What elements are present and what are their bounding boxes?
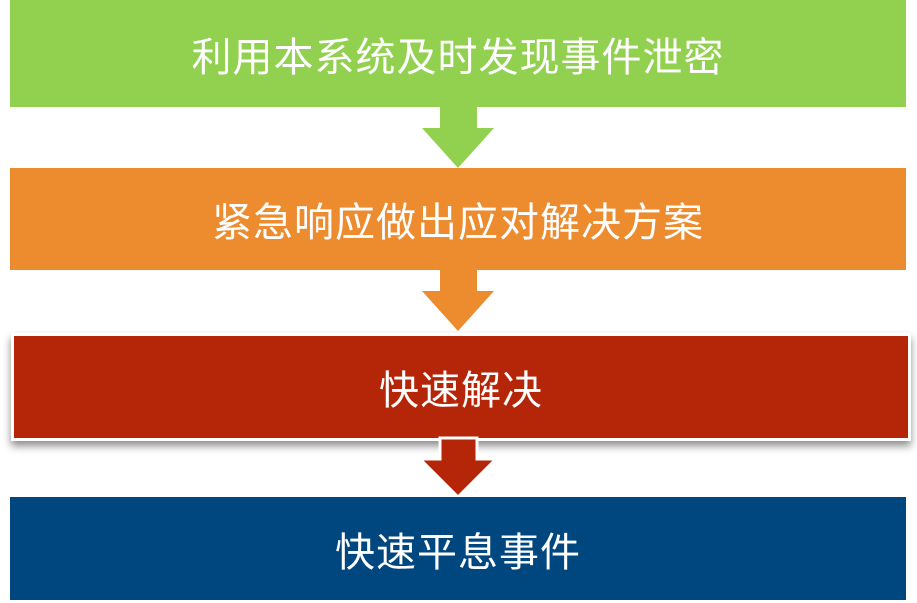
down-arrow-icon: [416, 436, 500, 500]
step-2-box: 紧急响应做出应对解决方案: [10, 168, 906, 270]
step-3-box: 快速解决: [11, 333, 911, 441]
step-4-box: 快速平息事件: [10, 497, 906, 600]
down-arrow-icon: [422, 107, 494, 168]
step-4-label: 快速平息事件: [335, 529, 581, 576]
step-1-box: 利用本系统及时发现事件泄密: [10, 0, 906, 107]
step-1-label: 利用本系统及时发现事件泄密: [191, 34, 725, 81]
down-arrow-icon: [422, 270, 494, 331]
step-3-label: 快速解决: [379, 368, 543, 414]
step-2-label: 紧急响应做出应对解决方案: [212, 200, 704, 246]
